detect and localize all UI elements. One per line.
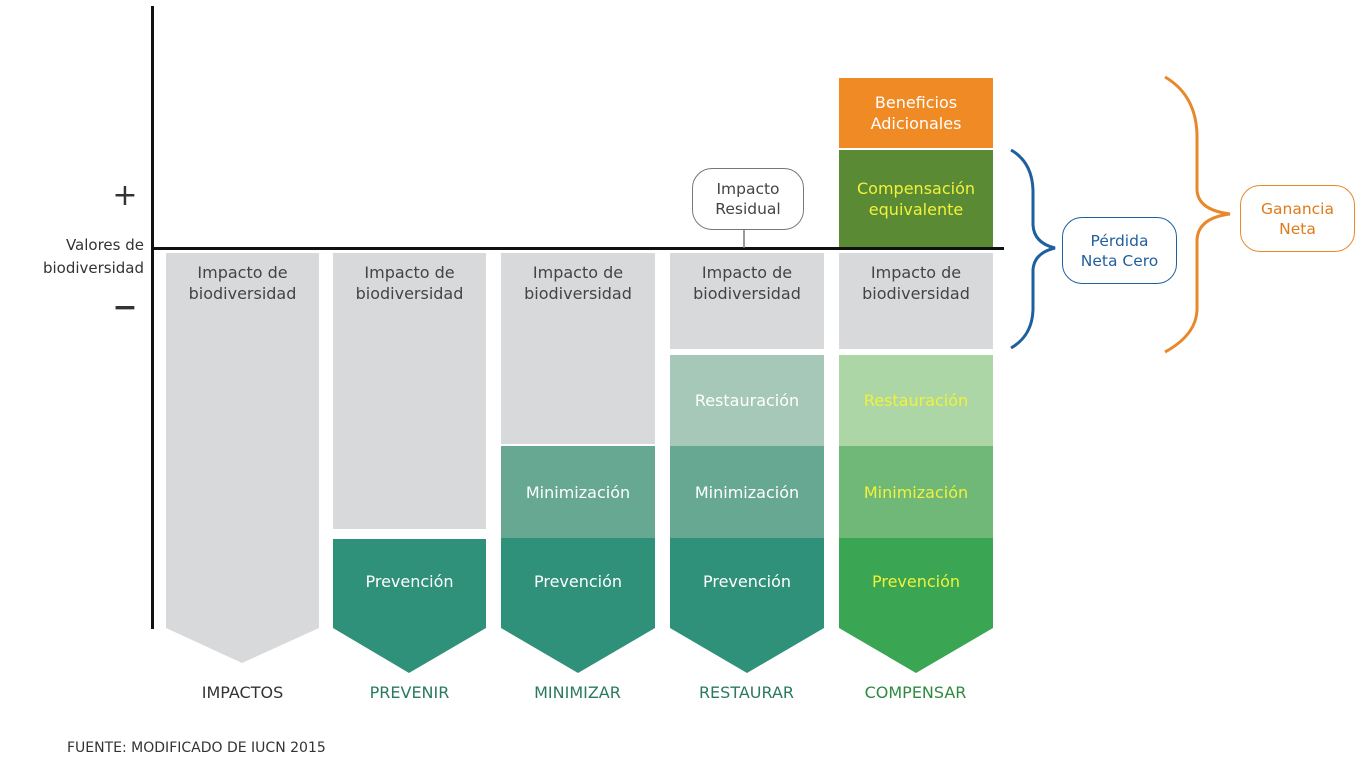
beneficios-line2: Adicionales bbox=[870, 114, 962, 133]
orange-brace bbox=[1164, 75, 1231, 354]
restaurar-prevencion-arrow bbox=[670, 538, 824, 673]
restaurar-minimizacion-box: Minimización bbox=[670, 446, 824, 538]
minus-sign: − bbox=[112, 290, 138, 325]
beneficios-adicionales-box: Beneficios Adicionales bbox=[839, 78, 993, 148]
y-axis-line bbox=[151, 6, 154, 629]
y-axis-label: Valores de biodiversidad bbox=[4, 234, 144, 280]
residual-line1: Impacto bbox=[716, 180, 780, 198]
plus-sign: + bbox=[112, 178, 138, 213]
impactos-arrow bbox=[166, 253, 319, 663]
baseline-axis-line bbox=[151, 247, 1004, 250]
residual-line2: Residual bbox=[715, 200, 781, 218]
impact-line2: biodiversidad bbox=[524, 284, 632, 303]
minimizar-prevencion-label: Prevención bbox=[533, 571, 623, 591]
compensar-minimizacion-box: Minimización bbox=[839, 446, 993, 538]
ganancia-line2: Neta bbox=[1279, 219, 1316, 238]
impact-line1: Impacto de bbox=[870, 263, 962, 282]
source-footer: FUENTE: MODIFICADO DE IUCN 2015 bbox=[67, 740, 326, 756]
minimizar-impact-box: Impacto de biodiversidad bbox=[501, 253, 655, 444]
restaurar-impact-box: Impacto de biodiversidad bbox=[670, 253, 824, 349]
minimizar-minimizacion-box: Minimización bbox=[501, 446, 655, 538]
beneficios-line1: Beneficios bbox=[874, 93, 958, 112]
impactos-impact-label: Impacto de biodiversidad bbox=[166, 253, 319, 313]
impact-line1: Impacto de bbox=[701, 263, 793, 282]
compensacion-equivalente-box: Compensación equivalente bbox=[839, 150, 993, 247]
ganancia-neta-callout: Ganancia Neta bbox=[1240, 185, 1355, 252]
perdida-neta-cero-callout: Pérdida Neta Cero bbox=[1062, 217, 1177, 284]
compensacion-line2: equivalente bbox=[868, 199, 964, 219]
perdida-line1: Pérdida bbox=[1090, 231, 1149, 250]
ganancia-line1: Ganancia bbox=[1261, 199, 1334, 218]
blue-brace bbox=[1010, 148, 1056, 350]
prevenir-prevencion-arrow bbox=[333, 539, 486, 673]
perdida-line2: Neta Cero bbox=[1080, 251, 1159, 270]
impact-line1: Impacto de bbox=[364, 263, 455, 282]
compensar-prevencion-arrow bbox=[839, 538, 993, 673]
impact-line1: Impacto de bbox=[532, 263, 624, 282]
compensar-restauracion-box: Restauración bbox=[839, 355, 993, 446]
restaurar-prevencion-label: Prevención bbox=[702, 571, 792, 591]
impact-line1: Impacto de bbox=[197, 263, 288, 282]
stage-label-compensar: COMPENSAR bbox=[864, 683, 967, 702]
prevenir-impact-box: Impacto de biodiversidad bbox=[333, 253, 486, 529]
impact-line2: biodiversidad bbox=[355, 284, 464, 303]
y-axis-label-line1: Valores de bbox=[65, 236, 144, 254]
stage-label-impactos: IMPACTOS bbox=[201, 683, 284, 702]
minimizar-prevencion-arrow bbox=[501, 538, 655, 673]
impact-line2: biodiversidad bbox=[188, 284, 297, 303]
stage-label-restaurar: RESTAURAR bbox=[698, 683, 795, 702]
y-axis-label-line2: biodiversidad bbox=[42, 259, 144, 277]
impact-line2: biodiversidad bbox=[693, 284, 801, 303]
stage-label-prevenir: PREVENIR bbox=[369, 683, 450, 702]
stage-label-minimizar: MINIMIZAR bbox=[534, 683, 621, 702]
impact-line2: biodiversidad bbox=[862, 284, 970, 303]
compensacion-line1: Compensación bbox=[857, 178, 975, 198]
compensar-prevencion-label: Prevención bbox=[871, 571, 961, 591]
prevenir-prevencion-label: Prevención bbox=[365, 571, 454, 591]
impacto-residual-callout: Impacto Residual bbox=[692, 168, 804, 230]
restaurar-restauracion-box: Restauración bbox=[670, 355, 824, 446]
compensar-impact-box: Impacto de biodiversidad bbox=[839, 253, 993, 349]
